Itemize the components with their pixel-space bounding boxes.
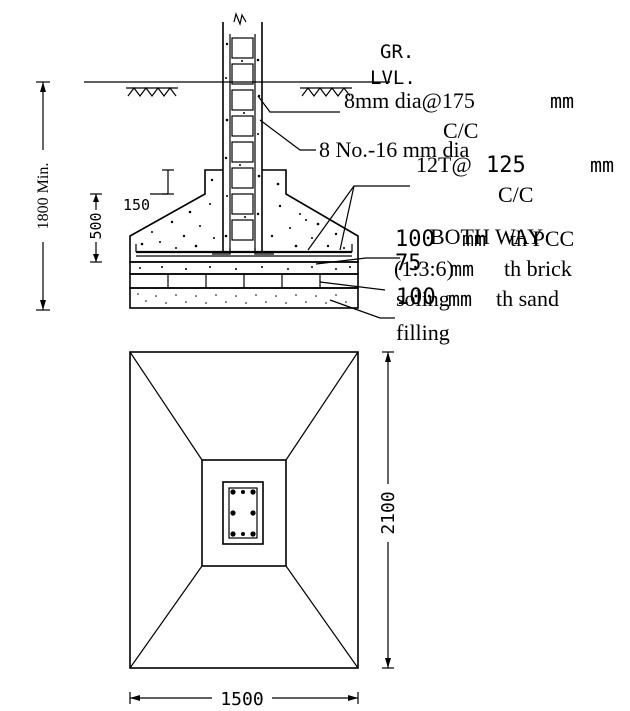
plan-width-label: 1500	[220, 689, 263, 710]
plan-column	[222, 481, 264, 545]
base-bar-label-2: 125	[486, 153, 526, 178]
ground-hatch-left	[126, 87, 178, 97]
plan-pedestal	[201, 459, 287, 567]
footing-body	[129, 169, 359, 263]
brick-label-2: mm	[450, 257, 474, 281]
brick-soling	[129, 273, 359, 289]
sand-label-2: mm	[448, 287, 472, 311]
sand-label-1: 100	[396, 285, 436, 310]
dimension-150-label: 150	[123, 196, 150, 214]
plan-outline	[129, 351, 359, 669]
pcc-label-1: 100	[395, 227, 435, 252]
depth-dimension-label: 1800 Min.	[35, 163, 52, 230]
tie-bar-label-2: mm	[550, 89, 574, 113]
pcc-label-2: mm	[462, 227, 486, 251]
sand-label-4: filling	[396, 320, 450, 345]
plan-slope-lines	[129, 351, 359, 669]
brick-label-4: soling	[396, 286, 450, 311]
tie-bar-label-1: 8mm dia@175	[344, 88, 475, 113]
base-bar-label-5: BOTH WAY	[430, 224, 543, 249]
plan-length-label: 2100	[378, 491, 399, 534]
base-bar-label-3: mm	[590, 153, 614, 177]
ground-hatch-right	[300, 87, 352, 97]
base-bar-label-1: 12T@	[416, 152, 472, 177]
leader-lines	[257, 95, 410, 319]
dimension-150	[150, 169, 174, 195]
main-bar-label: 8 No.-16 mm dia	[319, 137, 470, 162]
tie-bar-label-3: C/C	[443, 118, 478, 143]
ground-level-label-2: LVL.	[370, 67, 416, 89]
dimension-500-label: 500	[87, 212, 105, 239]
brick-label-1: 75	[395, 251, 422, 276]
sand-filling	[129, 287, 359, 309]
pcc-label-4: (1:3:6)	[394, 256, 454, 281]
footing-section: 1800 Min. 500 150 GR. LVL. 8mm dia@175 m…	[34, 12, 614, 345]
footing-plan: 2100 1500	[129, 351, 399, 710]
base-bar-label-4: C/C	[498, 182, 533, 207]
pcc-layer	[129, 261, 359, 275]
column	[222, 12, 263, 252]
brick-label-3: th brick	[504, 256, 572, 281]
sand-label-3: th sand	[496, 286, 559, 311]
ground-level-label-1: GR.	[380, 41, 414, 63]
pcc-label-3: th PCC	[510, 226, 574, 251]
